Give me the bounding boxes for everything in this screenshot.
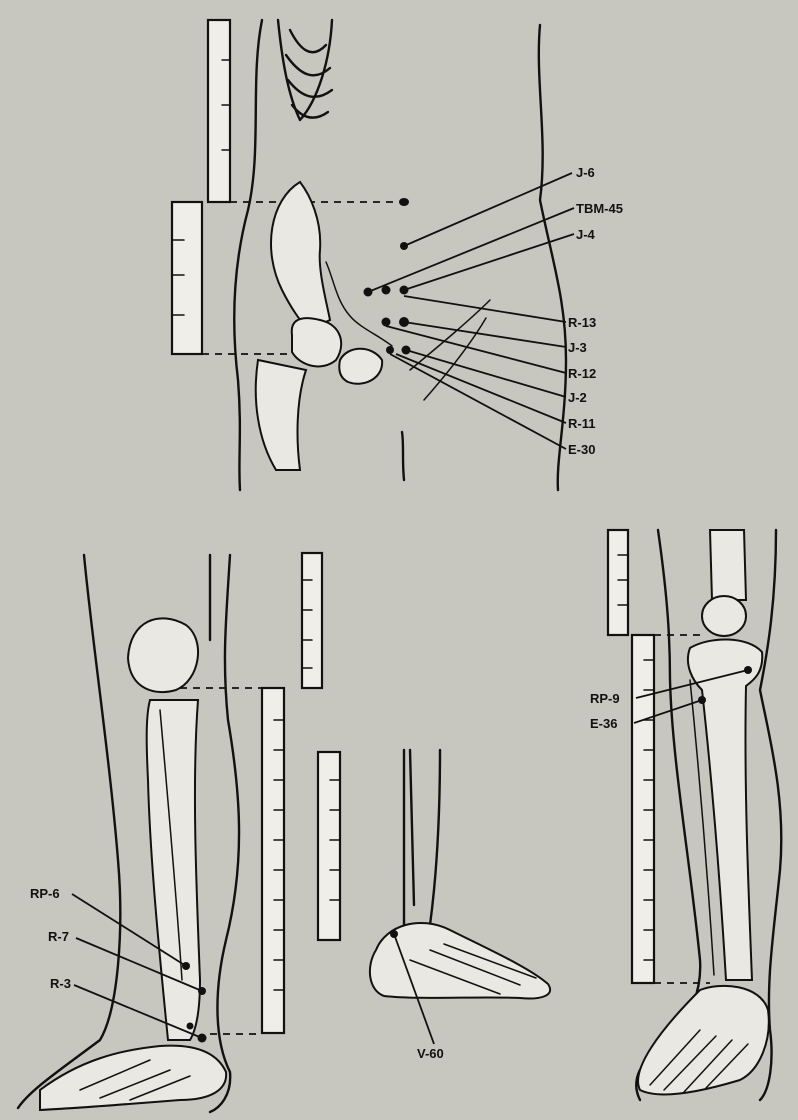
- leader-r13: [404, 296, 566, 322]
- abdomen-ruler-upper: [208, 20, 230, 202]
- label-tbm45: TBM-45: [576, 201, 623, 216]
- leader-tbm45: [368, 208, 574, 292]
- label-j3: J-3: [568, 340, 587, 355]
- point-r3-secondary: [187, 1023, 194, 1030]
- abdomen-panel: J-6 TBM-45 J-4 R-13 J-3 R-12 J-2 R-11 E-…: [172, 20, 623, 490]
- rib-cage: [278, 20, 332, 120]
- label-r3: R-3: [50, 976, 71, 991]
- medial-leg-panel: RP-6 R-7 R-3: [18, 553, 322, 1112]
- label-r7: R-7: [48, 929, 69, 944]
- label-r13: R-13: [568, 315, 596, 330]
- label-r11: R-11: [568, 416, 595, 431]
- point-j2: [386, 346, 394, 354]
- knee-condyle: [128, 618, 198, 692]
- midline-mark: [402, 432, 404, 480]
- abdomen-ruler-lower: [172, 202, 202, 354]
- label-j6: J-6: [576, 165, 595, 180]
- label-j2: J-2: [568, 390, 587, 405]
- ankle-line-right: [430, 750, 440, 925]
- leader-j3: [404, 322, 566, 347]
- torso-outline-right: [539, 25, 566, 490]
- femoral-head: [292, 318, 341, 366]
- label-rp6: RP-6: [30, 886, 60, 901]
- medial-foot-bones: [40, 1046, 226, 1110]
- leg-outline-right: [210, 555, 239, 1112]
- patella: [702, 596, 746, 636]
- front-ruler-upper: [608, 530, 628, 635]
- ilium-bone: [271, 182, 330, 330]
- leg-ruler-lower: [262, 688, 284, 1033]
- leader-e30: [390, 354, 566, 449]
- femur-top: [256, 360, 306, 470]
- label-j4: J-4: [576, 227, 596, 242]
- label-v60: V-60: [417, 1046, 444, 1061]
- lateral-foot-panel: V-60: [318, 750, 550, 1061]
- label-rp9: RP-9: [590, 691, 620, 706]
- front-ruler-lower: [632, 635, 654, 983]
- leader-r11: [396, 354, 566, 423]
- anterior-leg-panel: RP-9 E-36: [590, 530, 781, 1100]
- label-r12: R-12: [568, 366, 596, 381]
- tendon-line: [410, 750, 414, 905]
- femur-shaft-front: [710, 530, 746, 600]
- point-j6: [399, 198, 409, 206]
- point-j3: [382, 318, 391, 327]
- front-tibia-bone: [688, 639, 762, 980]
- front-foot-bones: [638, 986, 769, 1095]
- pubic-bone: [339, 349, 382, 384]
- leg-outline-left: [18, 555, 120, 1108]
- label-e30: E-30: [568, 442, 595, 457]
- label-e36: E-36: [590, 716, 617, 731]
